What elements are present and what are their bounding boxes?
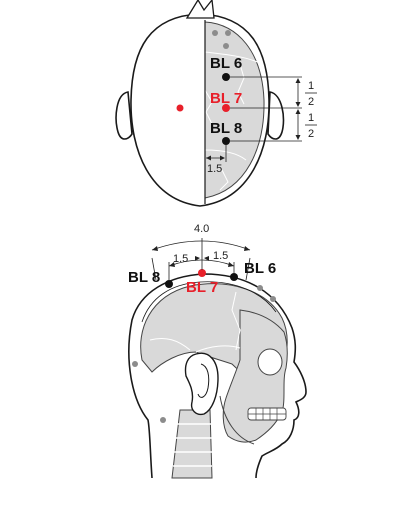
arc-left-label: 1.5: [173, 253, 188, 265]
top-bl8-label: BL 8: [210, 120, 242, 137]
top-bl6-label: BL 6: [210, 55, 242, 72]
top-ref-point: [223, 43, 229, 49]
top-ref-point: [212, 30, 218, 36]
side-ear-inner: [197, 363, 210, 398]
jaw: [219, 395, 255, 445]
fraction-numerator: 1: [308, 112, 314, 124]
side-ear: [184, 352, 219, 416]
scalp-line: [141, 281, 277, 323]
arc-outer-arrows: [152, 246, 250, 251]
right-ear: [267, 91, 285, 140]
side-view-head: 4.0 1.5 1.5 BL 8 BL 7 BL 6: [128, 223, 307, 479]
top-skull-half: [204, 21, 265, 199]
arc-total-label: 4.0: [194, 223, 209, 235]
top-view-head: BL 6 BL 7 BL 8 1 2 1 2 1.5: [115, 0, 317, 207]
left-ear: [115, 91, 133, 140]
arrow-head: [206, 155, 225, 161]
spine-segments: [173, 423, 212, 467]
top-bl7-point: [222, 104, 230, 112]
eye-socket: [257, 348, 283, 376]
arc-right-label: 1.5: [213, 250, 228, 262]
top-bl6-point: [222, 73, 230, 81]
arc-inner: [168, 259, 235, 267]
arc-tick: [151, 257, 157, 281]
top-ref-point: [225, 30, 231, 36]
width-label: 1.5: [207, 163, 222, 175]
side-ref-point: [160, 417, 166, 423]
fraction-numerator: 1: [308, 80, 314, 92]
side-bl8-point: [165, 280, 173, 288]
side-bl7-label: BL 7: [186, 279, 218, 296]
hair-tuft: [185, 0, 215, 19]
top-skull-suture-2: [219, 63, 245, 191]
side-ref-point: [132, 361, 138, 367]
side-ref-point: [257, 285, 263, 291]
arc-outer: [151, 240, 251, 251]
fraction-denominator: 2: [308, 128, 314, 140]
top-bl7-label: BL 7: [210, 90, 242, 107]
side-bl8-label: BL 8: [128, 269, 160, 286]
fraction-denominator: 2: [308, 96, 314, 108]
top-left-red-point: [176, 104, 184, 112]
side-bl6-point: [230, 273, 238, 281]
top-bl8-point: [222, 137, 230, 145]
teeth-gaps: [248, 408, 286, 420]
arc-tick: [245, 257, 251, 281]
side-bl7-point: [198, 269, 206, 277]
side-bl6-label: BL 6: [244, 260, 276, 277]
top-skull-suture: [204, 51, 263, 161]
side-suture: [149, 291, 241, 353]
side-ref-point: [270, 296, 276, 302]
